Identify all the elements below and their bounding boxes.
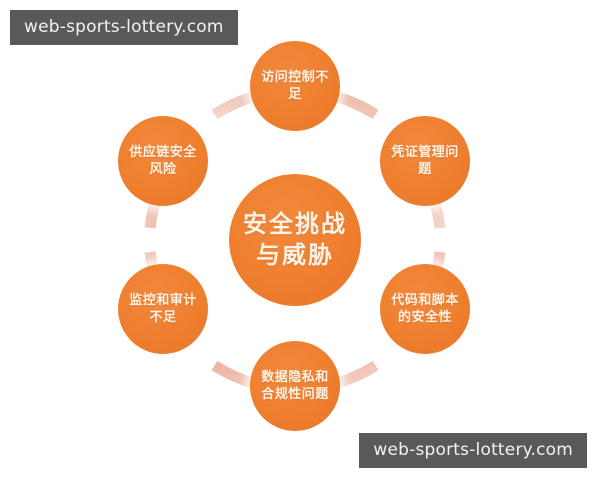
- satellite-node-label: 凭证管理问题: [391, 144, 459, 176]
- satellite-node-label: 数据隐私和合规性问题: [261, 369, 329, 401]
- satellite-node-label: 代码和脚本的安全性: [391, 292, 459, 324]
- satellite-node-code-script-security[interactable]: 代码和脚本的安全性: [380, 264, 470, 354]
- satellite-node-credential-management[interactable]: 凭证管理问题: [380, 116, 470, 206]
- satellite-node-data-privacy-compliance[interactable]: 数据隐私和合规性问题: [250, 341, 340, 431]
- satellite-node-monitoring-auditing[interactable]: 监控和审计不足: [118, 264, 208, 354]
- center-node-security-challenges[interactable]: 安全挑战与威胁: [229, 174, 361, 306]
- center-node-label: 安全挑战与威胁: [243, 210, 347, 269]
- satellite-node-label: 监控和审计不足: [129, 292, 197, 324]
- watermark-top-left: web-sports-lottery.com: [10, 10, 238, 45]
- satellite-node-access-control[interactable]: 访问控制不足: [250, 41, 340, 131]
- satellite-node-label: 供应链安全风险: [129, 144, 197, 176]
- satellite-node-label: 访问控制不足: [261, 69, 329, 101]
- watermark-bottom-right: web-sports-lottery.com: [359, 433, 587, 468]
- satellite-node-supply-chain-risk[interactable]: 供应链安全风险: [118, 116, 208, 206]
